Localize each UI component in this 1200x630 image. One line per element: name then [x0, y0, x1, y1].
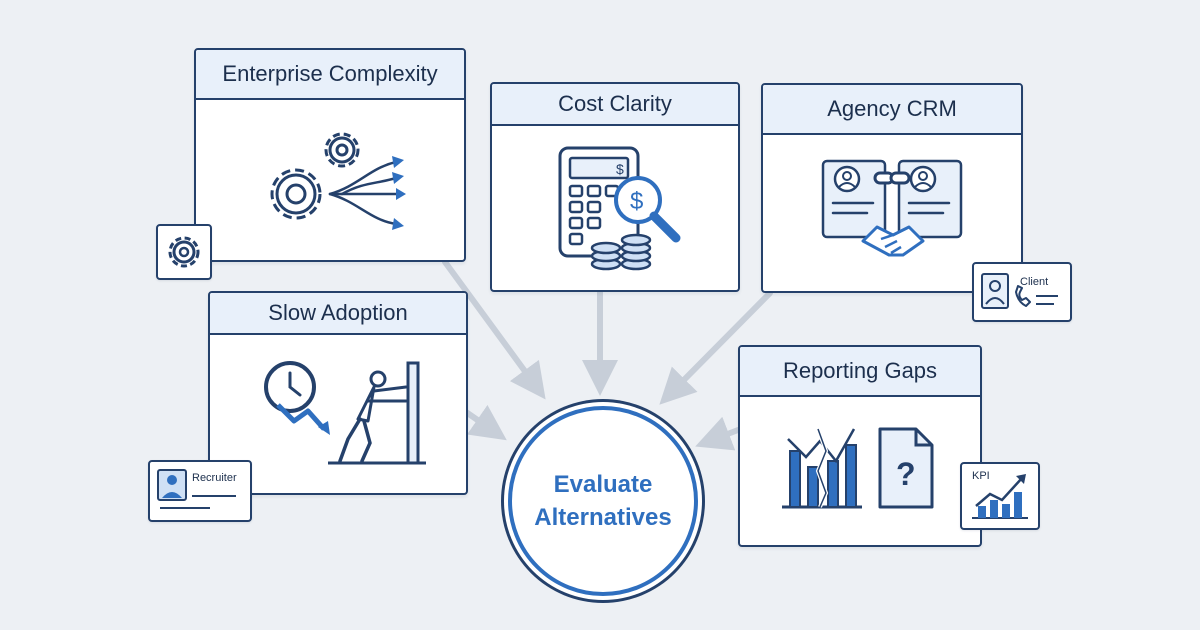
- client-label: Client: [1020, 276, 1049, 288]
- center-label-line2: Alternatives: [534, 504, 672, 531]
- recruiter-label: Recruiter: [192, 472, 237, 484]
- card-agency-crm: Agency CRM: [761, 83, 1023, 293]
- gear-badge: [156, 224, 212, 280]
- client-contact-card-icon: [981, 273, 1058, 309]
- card-title: Agency CRM: [763, 85, 1021, 135]
- kpi-label: KPI: [972, 470, 990, 482]
- arrow-slow: [463, 404, 507, 441]
- broken-chart-question-document-icon: ?: [782, 427, 934, 509]
- linked-profiles-handshake-icon: [821, 159, 963, 257]
- recruiter-id-card-icon: [157, 469, 236, 509]
- arrow-reporting: [695, 416, 741, 451]
- card-title: Enterprise Complexity: [196, 50, 464, 100]
- svg-text:$: $: [630, 188, 643, 215]
- svg-text:$: $: [616, 161, 624, 177]
- calculator-magnifier-coins-icon: $ $: [558, 146, 681, 271]
- card-title: Reporting Gaps: [740, 347, 980, 397]
- kpi-chart-icon: [972, 474, 1028, 519]
- evaluate-alternatives-circle: Evaluate Alternatives: [508, 406, 698, 596]
- gears-branching-arrows-icon: [270, 132, 406, 230]
- svg-text:?: ?: [896, 456, 916, 492]
- kpi-badge: KPI: [960, 462, 1040, 530]
- card-title: Cost Clarity: [492, 84, 738, 126]
- card-cost-clarity: Cost Clarity $ $: [490, 82, 740, 292]
- arrow-agency: [659, 290, 773, 405]
- clock-decline-person-pushing-wall-icon: [264, 361, 426, 465]
- card-reporting-gaps: Reporting Gaps ?: [738, 345, 982, 547]
- card-slow-adoption: Slow Adoption: [208, 291, 468, 495]
- center-label-line1: Evaluate: [553, 471, 653, 498]
- arrow-enterprise: [442, 259, 546, 400]
- gear-icon: [168, 236, 200, 268]
- center-label: Evaluate Alternatives: [518, 468, 688, 534]
- card-enterprise-complexity: Enterprise Complexity: [194, 48, 466, 262]
- card-title: Slow Adoption: [210, 293, 466, 335]
- recruiter-badge: Recruiter: [148, 460, 252, 522]
- client-badge: Client: [972, 262, 1072, 322]
